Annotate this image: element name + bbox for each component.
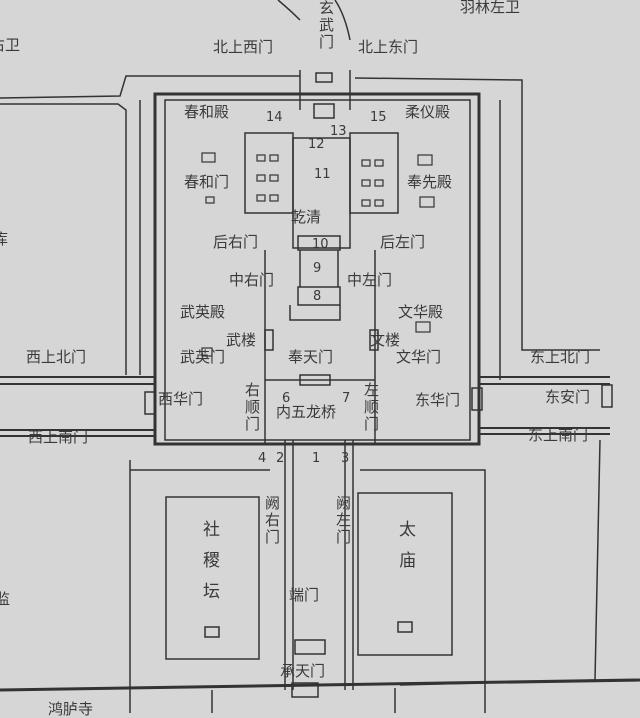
label-zhongyoumen: 中右门 bbox=[229, 271, 275, 289]
label-shejitan: 社稷坛 bbox=[199, 520, 219, 613]
label-wenhuamen: 文华门 bbox=[396, 348, 442, 366]
number-12: 12 bbox=[308, 137, 325, 152]
label-wenlou: 文楼 bbox=[370, 331, 401, 349]
label-wuyingmen: 武英门 bbox=[180, 348, 226, 366]
label-wenhuadian: 文华殿 bbox=[398, 303, 444, 321]
label-youshunmen: 右顺门 bbox=[243, 382, 261, 433]
number-14: 14 bbox=[266, 110, 283, 125]
label-jian: 监 bbox=[0, 590, 11, 608]
label-fengxiandian: 奉先殿 bbox=[407, 173, 453, 191]
number-13: 13 bbox=[330, 124, 347, 139]
number-9: 9 bbox=[313, 261, 322, 276]
label-wulou: 武楼 bbox=[226, 331, 257, 349]
label-donganmen: 东安门 bbox=[545, 388, 591, 406]
label-fengtianmen: 奉天门 bbox=[288, 348, 334, 366]
label-xishang-nanmen: 西上南门 bbox=[28, 428, 89, 446]
label-houzuomen: 后左门 bbox=[380, 233, 426, 251]
label-qianqing: 乾清 bbox=[291, 208, 322, 226]
label-xuanwumen: 玄武门 bbox=[317, 0, 335, 51]
label-chunhedian: 春和殿 bbox=[184, 103, 230, 121]
number-4: 4 bbox=[258, 451, 267, 466]
label-ku: 库 bbox=[0, 230, 9, 248]
number-8: 8 bbox=[313, 289, 322, 304]
label-queyoumen: 阙右门 bbox=[263, 495, 281, 546]
label-chengtianmen: 承天门 bbox=[280, 662, 326, 680]
label-yulin-zuowei: 羽林左卫 bbox=[460, 0, 521, 16]
number-6: 6 bbox=[282, 391, 291, 406]
label-duanmen: 端门 bbox=[289, 586, 320, 604]
label-beishang-dongmen: 北上东门 bbox=[358, 38, 419, 56]
label-zhongzuomen: 中左门 bbox=[347, 271, 393, 289]
label-neiwulongqiao: 内五龙桥 bbox=[276, 403, 337, 421]
number-1: 1 bbox=[312, 451, 321, 466]
label-xihuamen: 西华门 bbox=[158, 390, 204, 408]
label-dongshang-beimen: 东上北门 bbox=[530, 348, 591, 366]
number-2: 2 bbox=[276, 451, 285, 466]
label-zuoshunmen: 左顺门 bbox=[362, 382, 380, 433]
label-chunhemen: 春和门 bbox=[184, 173, 230, 191]
label-taimiao: 太庙 bbox=[395, 520, 415, 582]
label-youwei: 右卫 bbox=[0, 36, 21, 54]
label-houyoumen: 后右门 bbox=[213, 233, 259, 251]
number-3: 3 bbox=[341, 451, 350, 466]
label-wuyingdian: 武英殿 bbox=[180, 303, 226, 321]
label-quezuomen: 阙左门 bbox=[334, 495, 352, 546]
number-10: 10 bbox=[312, 237, 329, 252]
number-11: 11 bbox=[314, 167, 331, 182]
label-honglusi: 鸿胪寺 bbox=[48, 700, 94, 718]
label-dongshang-nanmen: 东上南门 bbox=[528, 426, 589, 444]
number-7: 7 bbox=[342, 391, 351, 406]
label-xishang-beimen: 西上北门 bbox=[26, 348, 87, 366]
number-15: 15 bbox=[370, 110, 387, 125]
label-beishang-ximen: 北上西门 bbox=[213, 38, 274, 56]
label-donghuamen: 东华门 bbox=[415, 391, 461, 409]
label-rouyidian: 柔仪殿 bbox=[405, 103, 451, 121]
